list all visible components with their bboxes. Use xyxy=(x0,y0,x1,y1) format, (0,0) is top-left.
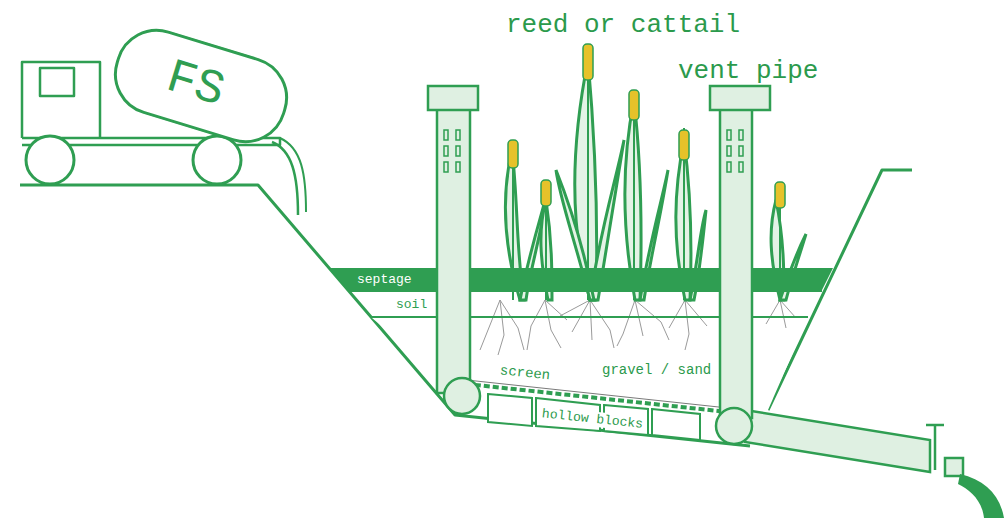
outflow xyxy=(958,474,1004,518)
soil-band: soil xyxy=(348,290,822,318)
truck-wheel xyxy=(193,136,241,184)
node-text: septage xyxy=(357,273,412,286)
node-text: soil xyxy=(396,298,427,311)
vent-cap xyxy=(710,86,770,110)
screen-line xyxy=(448,378,728,408)
septage-tank: FS xyxy=(103,18,299,154)
node-outline xyxy=(348,291,822,317)
hollow-blocks xyxy=(488,394,700,440)
drain-pipe xyxy=(444,378,480,414)
truck-window xyxy=(40,68,74,96)
valve xyxy=(926,424,944,427)
septage-band: septage xyxy=(329,268,835,290)
truck-wheel xyxy=(26,136,74,184)
truck-cab xyxy=(22,62,100,138)
node-outline xyxy=(106,20,297,151)
hose xyxy=(272,142,298,215)
vent-pipe xyxy=(720,108,752,418)
screen-line xyxy=(448,382,728,412)
valve xyxy=(934,425,937,470)
vent-pipe xyxy=(437,108,470,393)
pipe-label: vent pipe xyxy=(678,58,818,84)
spout xyxy=(945,458,963,476)
drain-pipe xyxy=(716,408,752,444)
outlet-pipe xyxy=(745,410,930,472)
layer-label: gravel / sand xyxy=(600,362,713,378)
hose xyxy=(280,138,306,212)
plant-label: reed or cattail xyxy=(506,12,740,38)
node-outline xyxy=(329,268,833,290)
vent-cap xyxy=(428,86,478,110)
vent-holes xyxy=(444,130,743,172)
